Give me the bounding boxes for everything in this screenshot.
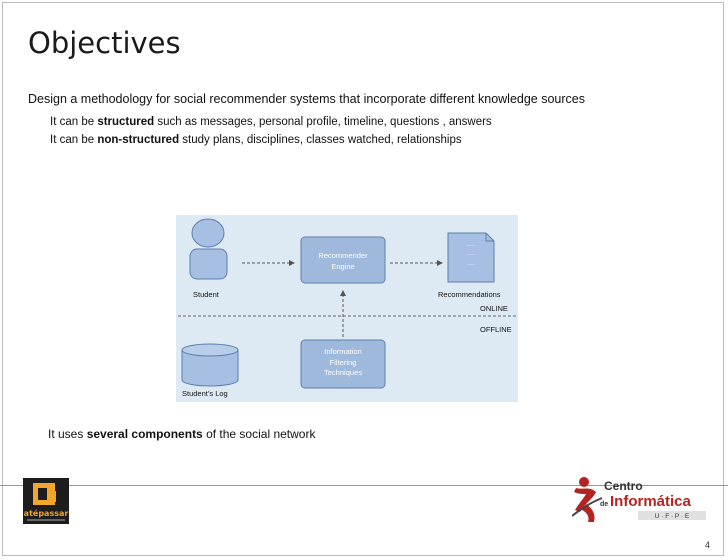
filtering-label-line: Information: [324, 347, 362, 356]
filtering-label-line: Filtering: [329, 357, 357, 367]
dots-line: ....: [467, 259, 475, 267]
bottom-bold: several components: [86, 427, 203, 441]
diagram-shapes: [178, 218, 516, 389]
main-objective-text: Design a methodology for social recommen…: [28, 92, 585, 106]
filtering-label-line: Techniques: [324, 368, 362, 377]
centro-de-informatica-logo: Centro de Informática U · F · P · E: [571, 472, 710, 524]
recommendations-label: Recommendations: [438, 290, 501, 299]
dots-line: ....: [467, 250, 475, 258]
bottom-prefix: It uses: [48, 427, 87, 441]
dots-line: ....: [467, 241, 475, 248]
student-log-cylinder-top: [181, 343, 239, 357]
bullet-bold: non-structured: [97, 134, 180, 146]
student-head-shape: [191, 218, 225, 248]
recommender-label-line: Engine: [331, 261, 355, 271]
bullet-non-structured: It can be non-structured study plans, di…: [50, 134, 462, 146]
svg-text:de: de: [600, 501, 608, 508]
components-text: It uses several components of the social…: [48, 427, 315, 441]
svg-text:Informática: Informática: [610, 493, 692, 510]
recommender-label-line: Recommender: [318, 251, 368, 260]
bullet-bold: structured: [97, 116, 155, 128]
recommendations-document-shape: [447, 232, 495, 283]
atepassar-logo: atépassar: [23, 478, 69, 524]
recommender-engine-box: [300, 236, 386, 284]
bullet-prefix: It can be: [50, 134, 98, 146]
student-log-label: Student’s Log: [182, 389, 228, 398]
atepassar-logo-mark: atépassar: [23, 478, 69, 524]
slide-title: Objectives: [28, 26, 181, 60]
svg-text:Centro: Centro: [604, 479, 643, 493]
bullet-rest: study plans, disciplines, classes watche…: [179, 134, 462, 146]
information-filtering-box: [300, 339, 386, 389]
svg-text:atépassar: atépassar: [24, 508, 69, 518]
centro-logo-mark: Centro de Informática U · F · P · E: [571, 477, 706, 522]
filtering-label: Information Filtering Techniques: [301, 347, 385, 379]
online-label: ONLINE: [480, 304, 508, 313]
svg-text:U · F · P · E: U · F · P · E: [655, 513, 690, 520]
bottom-rest: of the social network: [202, 427, 316, 441]
bullet-prefix: It can be: [50, 116, 98, 128]
page-number: 4: [704, 540, 710, 550]
recommender-diagram: Recommender Engine .... .... .... Studen…: [176, 215, 518, 402]
student-body-shape: [189, 248, 228, 280]
bullet-rest: such as messages, personal profile, time…: [154, 116, 492, 128]
offline-label: OFFLINE: [480, 325, 512, 334]
footer-divider: [0, 485, 728, 486]
recommender-engine-label: Recommender Engine: [301, 251, 385, 272]
bullet-structured: It can be structured such as messages, p…: [50, 116, 492, 128]
student-label: Student: [193, 290, 219, 299]
recommendations-dots: .... .... ....: [448, 240, 494, 268]
